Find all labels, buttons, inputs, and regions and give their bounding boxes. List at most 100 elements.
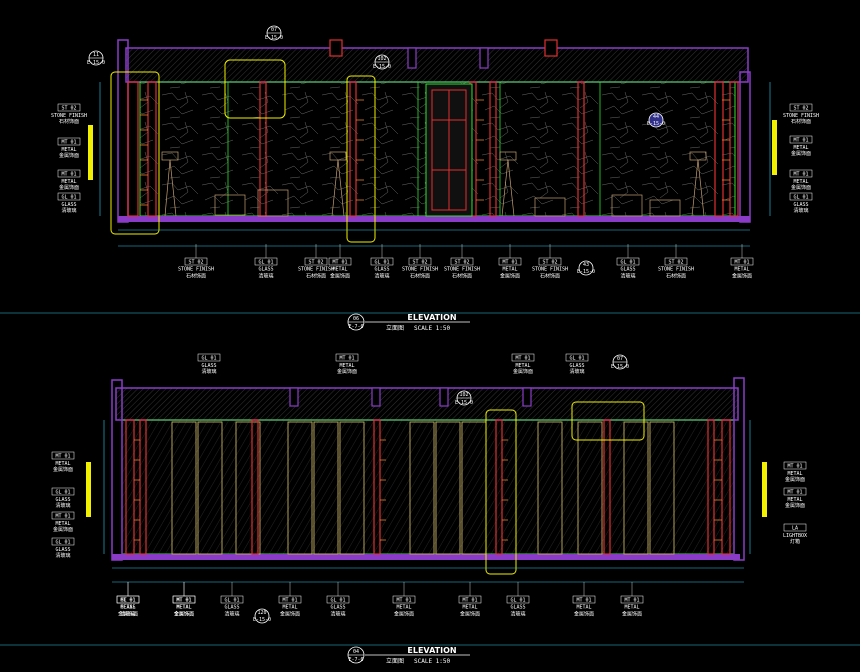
callout-sheet: E-15-0	[265, 35, 283, 41]
svg-text:石材饰面: 石材饰面	[410, 273, 430, 280]
svg-text:GL 01: GL 01	[510, 598, 525, 604]
svg-text:金属饰面: 金属饰面	[53, 526, 73, 533]
elevation-scale: SCALE 1:50	[414, 325, 451, 332]
callout-07-06: 07 E-15-0	[265, 25, 283, 41]
section-sheet: E-15-0	[253, 617, 271, 623]
svg-text:GLASS: GLASS	[330, 605, 345, 611]
elevation-sheet: E-7-0	[348, 324, 363, 330]
svg-text:METAL: METAL	[339, 363, 354, 369]
elevation-title-cn: 立面图	[386, 324, 404, 332]
svg-text:LA: LA	[792, 526, 798, 532]
svg-text:金属饰面: 金属饰面	[59, 184, 79, 191]
svg-text:STONE FINISH: STONE FINISH	[658, 267, 694, 273]
left-marker-06	[88, 125, 93, 180]
material-tag: LA LIGHTBOX 灯箱	[783, 523, 807, 545]
svg-text:金属饰面: 金属饰面	[53, 466, 73, 473]
material-tag: MT 01 METAL 金属饰面	[51, 451, 75, 473]
svg-text:清玻璃: 清玻璃	[61, 207, 76, 214]
material-tag: MT 01 METAL 金属饰面	[511, 353, 535, 375]
ladder-shelf-06	[140, 99, 730, 206]
material-tag: MT 01 METAL 金属饰面	[335, 353, 359, 375]
svg-text:MT 01: MT 01	[176, 598, 191, 604]
callout-07-04: 07 E-15-0	[611, 354, 629, 370]
ceiling-notch	[329, 39, 343, 57]
svg-text:GL 01: GL 01	[201, 356, 216, 362]
svg-text:MT 01: MT 01	[332, 260, 347, 266]
svg-text:金属饰面: 金属饰面	[574, 611, 594, 618]
svg-text:MT 01: MT 01	[787, 464, 802, 470]
right-marker-06	[772, 120, 777, 175]
svg-text:GL 01: GL 01	[258, 260, 273, 266]
svg-text:GLASS: GLASS	[120, 605, 135, 611]
ceiling-slab-04	[115, 387, 739, 421]
floor-line-06	[118, 216, 750, 222]
svg-text:金属饰面: 金属饰面	[500, 273, 520, 280]
elevation-number: 06	[353, 316, 359, 322]
svg-text:METAL: METAL	[396, 605, 411, 611]
svg-text:MT 01: MT 01	[624, 598, 639, 604]
callout-boxes-06	[110, 59, 376, 243]
svg-text:GLASS: GLASS	[510, 605, 525, 611]
elevation-sheet: E-7-0	[348, 657, 363, 663]
svg-text:MT 01: MT 01	[734, 260, 749, 266]
svg-text:METAL: METAL	[576, 605, 591, 611]
ceiling-notch	[544, 39, 558, 57]
svg-text:ST 02: ST 02	[61, 106, 76, 112]
svg-text:金属饰面: 金属饰面	[394, 611, 414, 618]
svg-text:GLASS: GLASS	[55, 547, 70, 553]
section-sheet: E-15-0	[577, 269, 595, 275]
material-tag: GL 01 GLASS 清玻璃	[789, 192, 813, 214]
svg-text:ST 02: ST 02	[454, 260, 469, 266]
elevation-title-cn: 立面图	[386, 657, 404, 665]
svg-text:MT 01: MT 01	[55, 514, 70, 520]
material-tag: MT 01 METAL 金属饰面	[57, 169, 81, 191]
ceiling-notch	[407, 47, 417, 69]
svg-text:GLASS: GLASS	[374, 267, 389, 273]
svg-text:MT 01: MT 01	[502, 260, 517, 266]
svg-text:MT 01: MT 01	[515, 356, 530, 362]
wall-dividers-06	[227, 82, 601, 216]
svg-text:GL 01: GL 01	[120, 598, 135, 604]
svg-text:STONE FINISH: STONE FINISH	[444, 267, 480, 273]
svg-text:清玻璃: 清玻璃	[201, 368, 216, 375]
svg-text:石材饰面: 石材饰面	[59, 118, 79, 125]
svg-text:清玻璃: 清玻璃	[510, 611, 525, 618]
material-tag: MT 01 METAL 金属饰面	[57, 137, 81, 159]
svg-text:金属饰面: 金属饰面	[174, 611, 194, 618]
section-number: 44	[653, 114, 659, 120]
callout-sheet: E-15-0	[87, 60, 105, 66]
material-tag: GL 01 GLASS 清玻璃	[565, 353, 589, 375]
svg-text:ST 02: ST 02	[542, 260, 557, 266]
svg-text:METAL: METAL	[332, 267, 347, 273]
svg-text:石材饰面: 石材饰面	[666, 273, 686, 280]
callout-number: 102	[377, 56, 386, 62]
svg-text:GL 01: GL 01	[55, 490, 70, 496]
svg-text:METAL: METAL	[793, 145, 808, 151]
svg-text:METAL: METAL	[624, 605, 639, 611]
callout-sheet: E-15-0	[611, 364, 629, 370]
wall-panel-field-04	[121, 419, 735, 555]
svg-text:金属饰面: 金属饰面	[280, 611, 300, 618]
material-tag: MT 01 METAL 金属饰面	[783, 461, 807, 483]
dimension-lines-06	[0, 82, 860, 314]
material-tag: MT 01 METAL 金属饰面	[789, 169, 813, 191]
elevation-scale: SCALE 1:50	[414, 658, 451, 665]
section-sheet: E-15-0	[647, 121, 665, 127]
callout-number: 11	[93, 52, 99, 58]
furniture-06	[161, 151, 707, 217]
svg-text:MT 01: MT 01	[787, 490, 802, 496]
red-pilasters-04	[125, 419, 731, 555]
material-tag: MT 01 METAL 金属饰面	[783, 487, 807, 509]
